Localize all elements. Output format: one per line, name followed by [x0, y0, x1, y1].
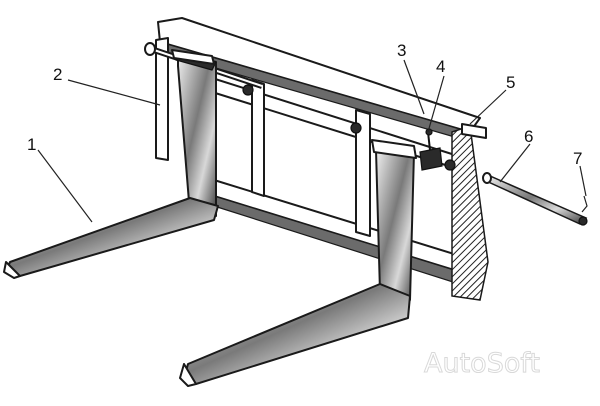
carriage-frame [144, 17, 489, 301]
right-end-plate [451, 125, 489, 301]
leader-6 [499, 143, 531, 183]
leader-1 [37, 149, 93, 223]
callout-1: 1 [27, 135, 36, 154]
pin [482, 172, 588, 226]
leader-7 [579, 165, 587, 197]
watermark: AutoSoft [424, 348, 540, 379]
callout-labels: 1 2 3 4 5 6 7 [27, 41, 582, 168]
callout-4: 4 [436, 57, 445, 76]
callout-7: 7 [573, 149, 582, 168]
callout-6: 6 [524, 127, 533, 146]
leader-5 [469, 89, 507, 125]
leader-4 [427, 75, 445, 133]
cotter-pin [581, 195, 588, 213]
leader-2 [67, 79, 161, 106]
leader-lines [37, 59, 587, 223]
callout-5: 5 [506, 73, 515, 92]
callout-3: 3 [397, 41, 406, 60]
callout-2: 2 [53, 65, 62, 84]
lock-block [419, 147, 443, 171]
leader-3 [403, 59, 425, 115]
right-fork [179, 139, 417, 387]
left-fork [3, 49, 219, 279]
